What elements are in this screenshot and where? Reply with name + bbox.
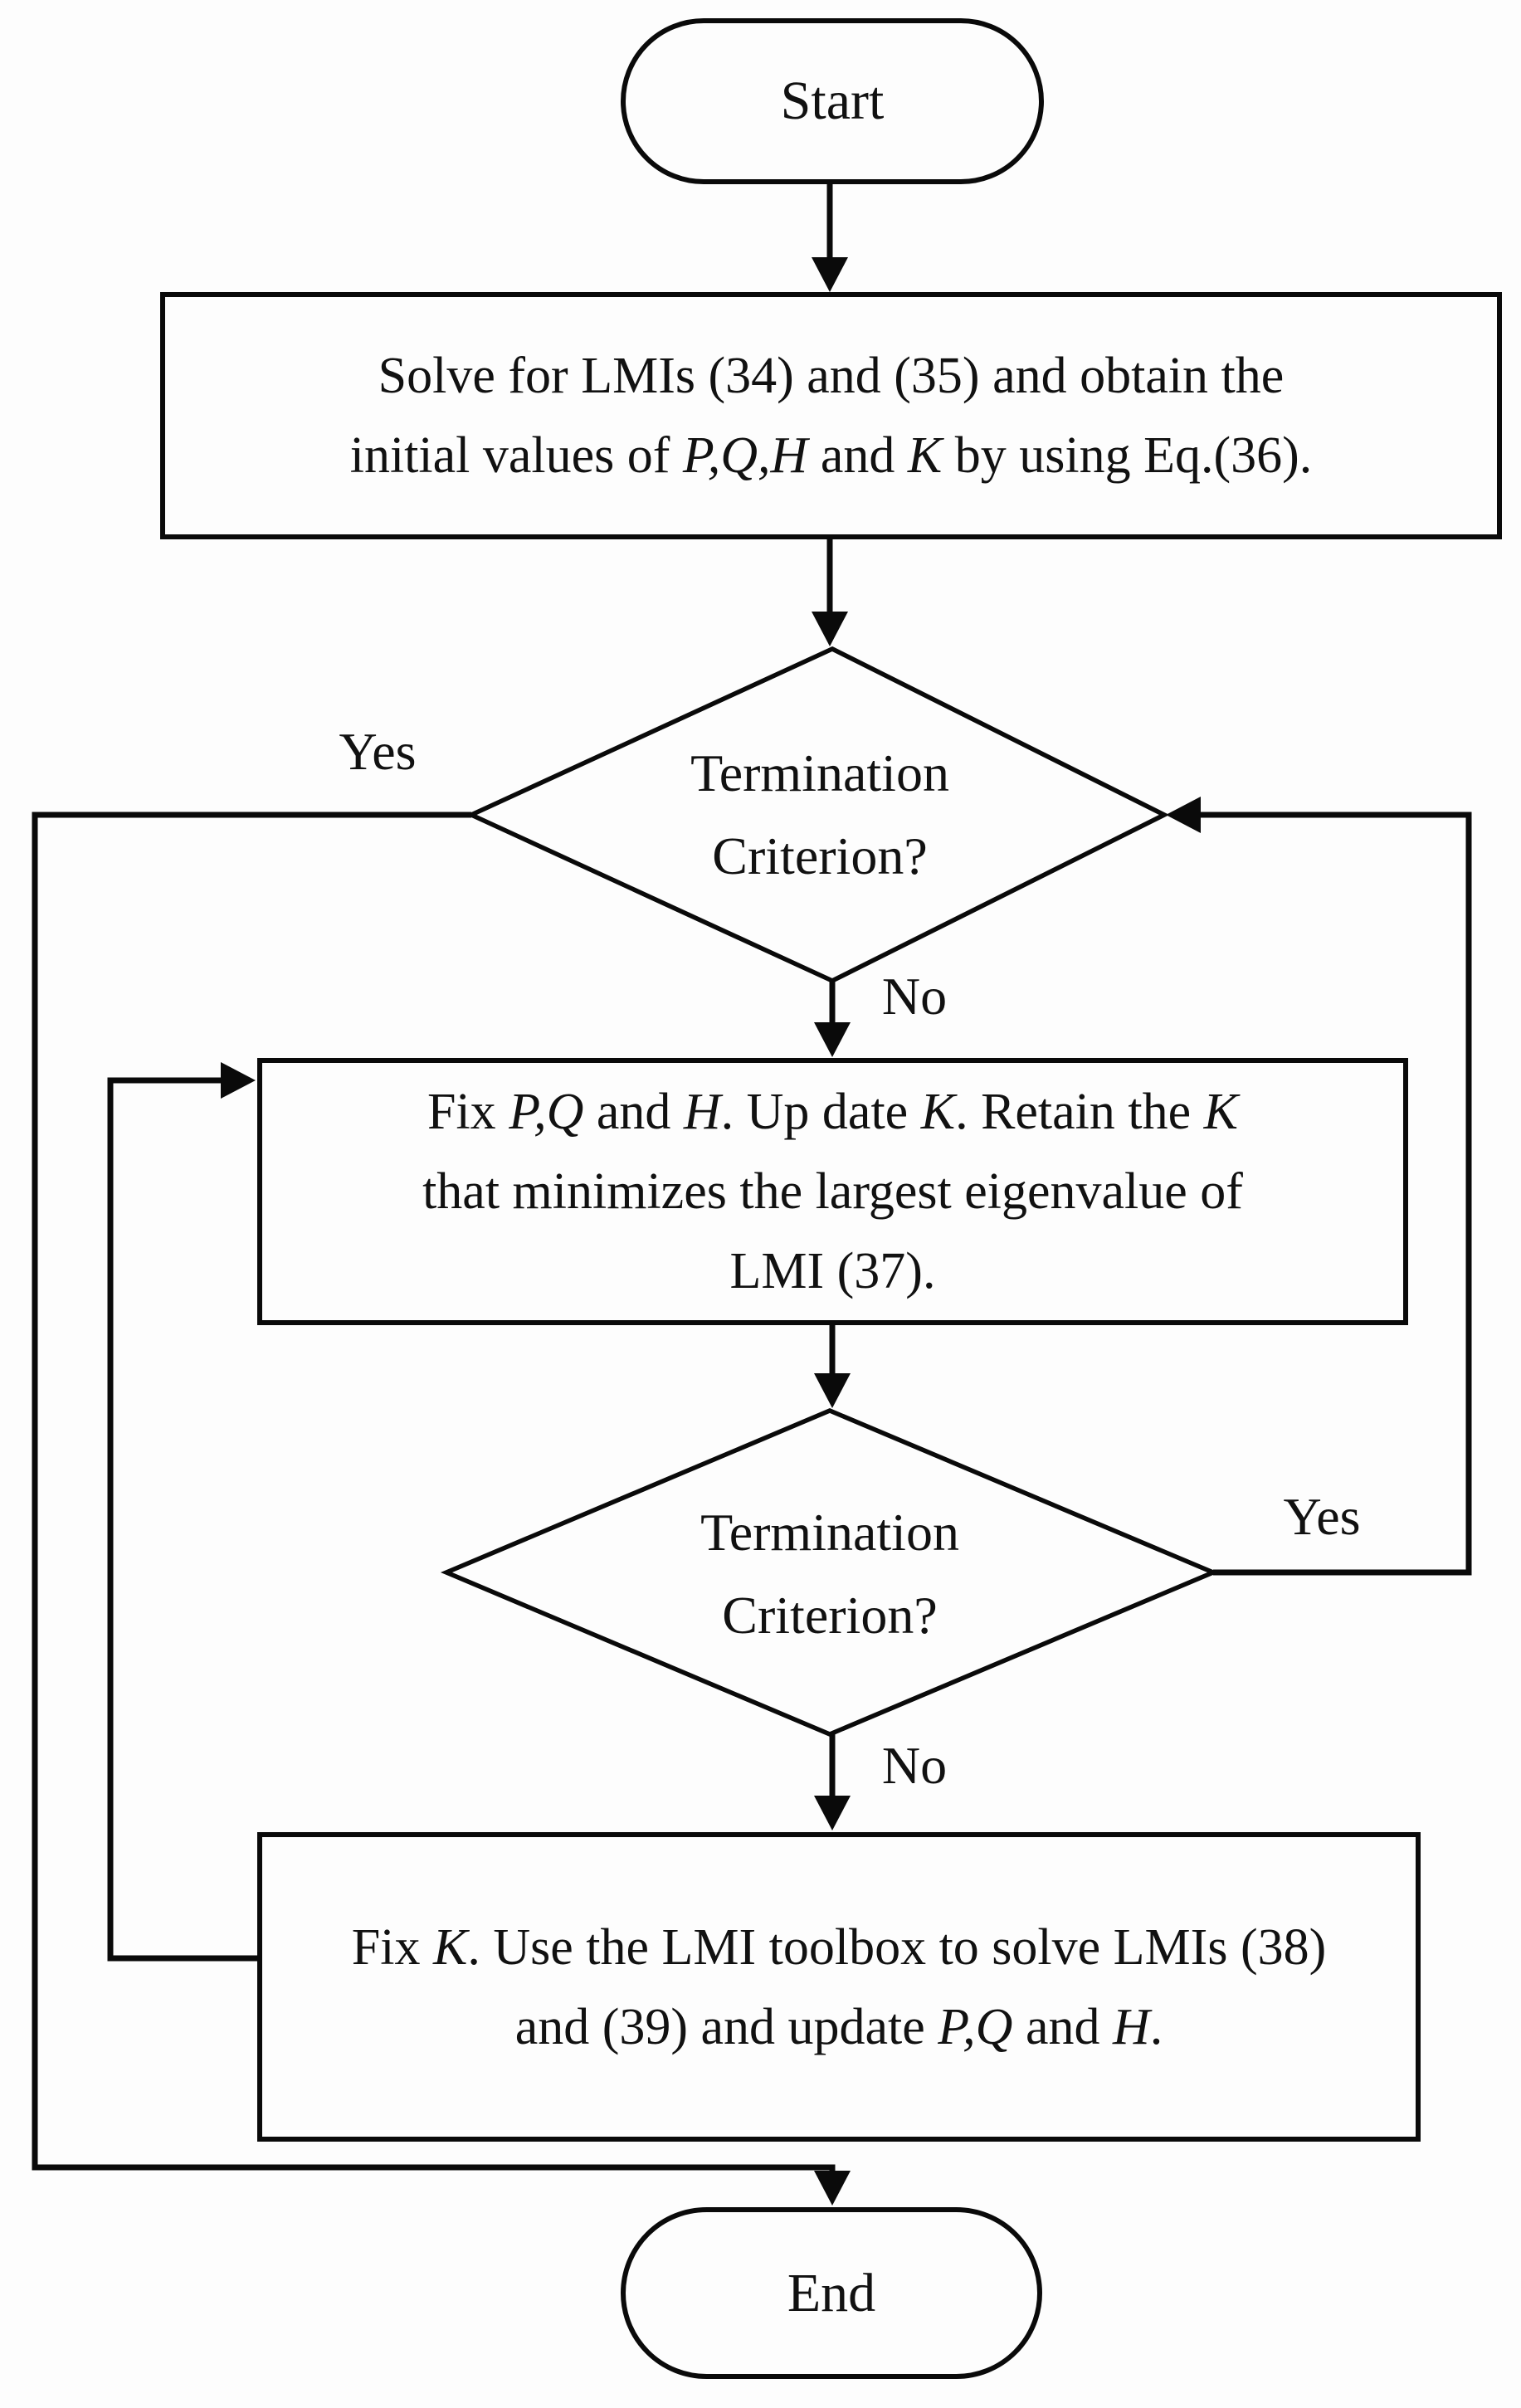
decision2-line1: Termination <box>700 1503 959 1562</box>
decision2-no-label: No <box>881 1736 948 1795</box>
decision1-line1: Termination <box>690 743 949 802</box>
start-node: Start <box>621 18 1044 184</box>
decision-diamond-2 <box>440 1408 1220 1737</box>
process-box-solve-lmis: Solve for LMIs (34) and (35) and obtain … <box>160 292 1502 539</box>
end-label: End <box>787 2262 876 2323</box>
decision1-no-label: No <box>881 967 948 1026</box>
decision1-text: Termination Criterion? <box>690 732 949 898</box>
process-box-text: Fix K. Use the LMI toolbox to solve LMIs… <box>351 1918 1327 2055</box>
decision1-yes-label: Yes <box>339 722 417 781</box>
arrowhead-left-icon <box>1166 797 1201 833</box>
arrowhead-down-icon <box>812 257 848 292</box>
process-box-update-pqh: Fix K. Use the LMI toolbox to solve LMIs… <box>257 1832 1421 2142</box>
end-node: End <box>621 2207 1042 2379</box>
connector-decision1-no-to-process2 <box>814 981 851 1057</box>
decision1-line2: Criterion? <box>712 826 928 885</box>
arrowhead-right-icon <box>221 1062 256 1099</box>
connector-start-to-process1 <box>812 184 848 292</box>
arrowhead-down-icon <box>814 1373 851 1408</box>
arrowhead-down-icon <box>812 612 848 646</box>
decision-diamond-1 <box>466 646 1170 984</box>
arrowhead-down-icon <box>814 1796 851 1830</box>
connector-process1-to-decision1 <box>812 539 848 646</box>
arrowhead-down-icon <box>814 2171 851 2206</box>
decision2-yes-label: Yes <box>1283 1487 1361 1546</box>
decision2-text: Termination Criterion? <box>700 1491 959 1657</box>
connector-decision2-no-to-process3 <box>814 1734 851 1830</box>
decision2-line2: Criterion? <box>722 1586 938 1645</box>
start-label: Start <box>780 71 885 131</box>
connector-decision1-yes-to-end <box>32 812 851 2206</box>
connector-decision2-yes-to-decision1 <box>1166 797 1472 1576</box>
arrowhead-down-icon <box>814 1022 851 1057</box>
process-box-text: Solve for LMIs (34) and (35) and obtain … <box>349 348 1313 484</box>
connector-process2-to-decision2 <box>814 1325 851 1408</box>
connector-process3-to-process2 <box>107 1062 257 1962</box>
